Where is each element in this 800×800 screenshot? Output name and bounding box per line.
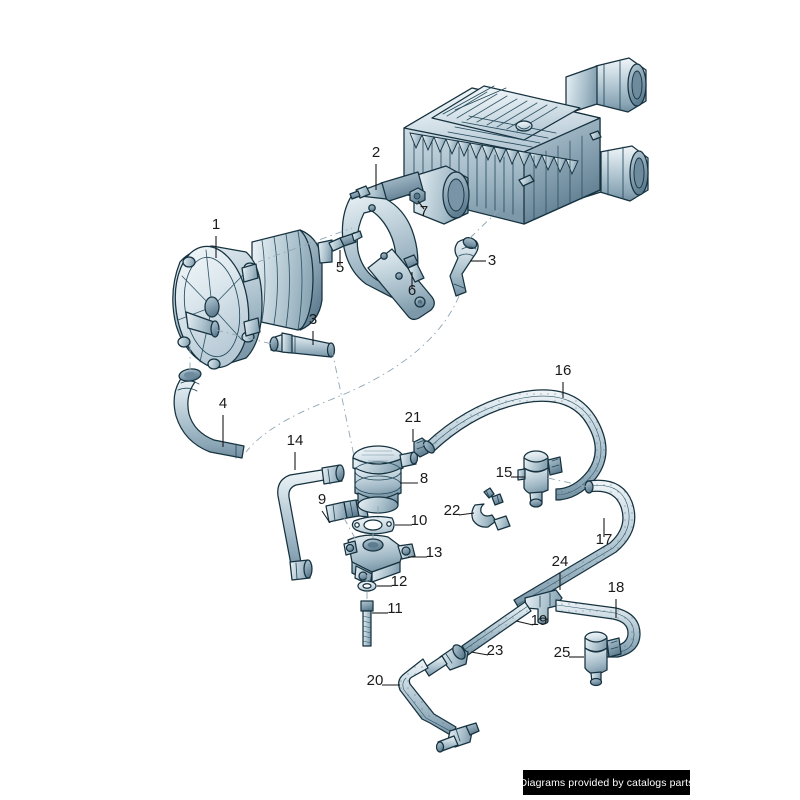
callout-check-valve-fitting: 9 (318, 491, 331, 524)
callout-connecting-pipe-upper: 3 (470, 252, 496, 269)
callout-inline-connector: 23 (470, 642, 504, 659)
vacuum-hose-16 (422, 389, 607, 501)
callout-number: 13 (426, 544, 443, 561)
callout-number: 23 (487, 642, 504, 659)
airbox-clip-band (409, 132, 579, 176)
vacuum-reservoir-valve-part25 (584, 631, 622, 687)
hex-nut-part7 (409, 187, 426, 205)
callout-number: 17 (596, 531, 613, 548)
connecting-pipe-upper-part3 (449, 236, 479, 297)
callout-number: 3 (309, 311, 317, 328)
callout-leader-line (417, 200, 425, 210)
callout-layer: 1233456789101112131415161718192021222324… (212, 144, 625, 689)
combination-valve-part8 (352, 445, 419, 514)
callout-vacuum-hose-return: 17 (596, 518, 613, 548)
callout-number: 12 (391, 573, 408, 590)
callout-change-over-valve: 15 (496, 464, 525, 481)
callout-vacuum-line: 14 (287, 432, 304, 470)
callout-air-hose-to-pump: 4 (219, 395, 227, 447)
mounting-bolt-part11 (360, 600, 374, 647)
callout-number: 18 (608, 579, 625, 596)
callout-number: 2 (372, 144, 380, 161)
vacuum-line-part14 (277, 464, 345, 581)
stud-bolt-part5 (328, 230, 363, 252)
callout-number: 9 (318, 491, 326, 508)
retaining-clip-part22 (471, 487, 511, 531)
vacuum-hose-20 (398, 658, 457, 737)
callout-number: 10 (411, 512, 428, 529)
callout-leader-line (458, 512, 475, 516)
callout-vacuum-hose-to-valve: 18 (608, 579, 625, 618)
connecting-pipe-lower-part3 (269, 332, 336, 358)
vacuum-hose-19 (461, 601, 532, 656)
callout-number: 21 (405, 409, 422, 426)
callout-number: 11 (387, 600, 403, 617)
callout-secondary-air-injection-pump: 1 (212, 216, 220, 258)
callout-vacuum-hose-long-upper: 16 (555, 362, 572, 398)
callout-leader-line (321, 510, 331, 524)
callout-number: 6 (408, 282, 416, 299)
callout-vacuum-reservoir-valve: 25 (554, 644, 584, 661)
callout-mounting-bolt: 11 (372, 600, 403, 617)
t-piece-connector-part24 (524, 589, 563, 625)
callout-number: 19 (531, 612, 548, 629)
air-filter-housing-assembly (403, 57, 649, 225)
callout-number: 24 (552, 553, 569, 570)
callout-number: 8 (420, 470, 428, 487)
callout-number: 7 (420, 203, 428, 220)
callout-combination-valve: 8 (400, 470, 428, 487)
callout-t-piece-connector: 24 (552, 553, 569, 590)
callout-number: 5 (336, 259, 344, 276)
vacuum-hose-17 (513, 479, 636, 611)
airbox-sensor-boss (515, 120, 533, 132)
callout-pump-mounting-bracket: 2 (372, 144, 380, 190)
callout-sealing-washer: 12 (377, 573, 407, 590)
callout-valve-flange-adapter: 13 (408, 544, 442, 561)
callout-vacuum-hose-branch: 19 (515, 612, 548, 629)
sealing-washer-part12 (357, 580, 377, 592)
callout-number: 14 (287, 432, 304, 449)
air-hose-part4 (173, 368, 245, 459)
hose-20-end-fitting (435, 722, 480, 753)
callout-number: 16 (555, 362, 572, 379)
assembly-phantom-lines (189, 203, 589, 601)
valve-gasket-part10 (351, 515, 395, 535)
callout-number: 15 (496, 464, 513, 481)
airbox-intake-port (413, 165, 470, 225)
footer-watermark: Diagrams provided by catalogs parts (520, 770, 693, 795)
callout-number: 1 (212, 216, 220, 233)
callout-number: 3 (488, 252, 496, 269)
callout-hose-clamp-valve: 21 (405, 409, 422, 442)
hex-bolt-part6 (403, 254, 425, 283)
callout-hex-nut: 7 (417, 200, 428, 220)
callout-valve-gasket: 10 (395, 512, 427, 529)
airbox-outlet-upper (565, 57, 647, 115)
callout-vacuum-hose-lower: 20 (367, 672, 400, 689)
secondary-air-injection-pump (172, 229, 333, 370)
callout-number: 20 (367, 672, 384, 689)
callout-number: 4 (219, 395, 227, 412)
callout-number: 25 (554, 644, 571, 661)
callout-leader-line (515, 620, 534, 626)
callout-retaining-clip: 22 (444, 502, 475, 519)
inline-connector-part23 (423, 644, 469, 677)
callout-stud-bolt: 5 (336, 250, 344, 276)
callout-leader-line (470, 651, 489, 656)
callout-hex-bolt: 6 (408, 272, 416, 299)
callout-connecting-pipe-lower: 3 (309, 311, 317, 345)
callout-number: 22 (444, 502, 461, 519)
